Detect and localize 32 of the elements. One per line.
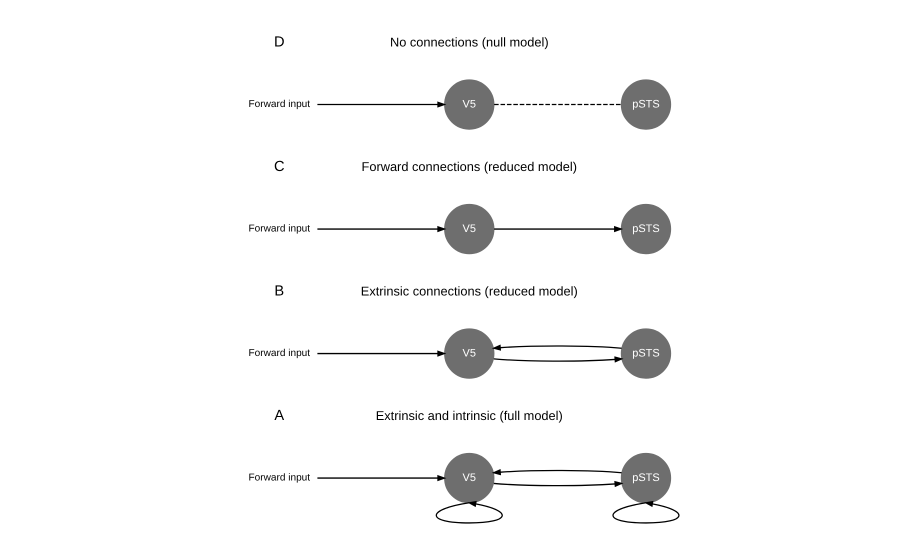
label: B (274, 284, 284, 300)
node-text: Forward input (248, 472, 310, 484)
arrow (494, 226, 624, 232)
label: D (274, 34, 285, 51)
node-circle: V5 (444, 328, 494, 379)
arrow (317, 474, 446, 482)
node-text: Forward input (248, 348, 310, 360)
label: Forward connections (reduced model) (362, 159, 578, 174)
node-text: Forward input (248, 224, 310, 235)
node-circle: pSTS (620, 328, 672, 379)
label: C (274, 159, 285, 176)
node-circle: V5 (444, 204, 494, 254)
arrow (612, 500, 680, 524)
arrow (492, 469, 622, 476)
node-circle: V5 (444, 452, 494, 504)
node-circle: pSTS (620, 79, 672, 130)
arrow (492, 344, 622, 351)
node-circle: V5 (444, 79, 494, 130)
label: Extrinsic connections (reduced model) (360, 284, 578, 299)
arrow (436, 500, 503, 524)
node-text: Forward input (248, 99, 310, 110)
arrow (317, 350, 446, 357)
connector (494, 104, 622, 106)
label: No connections (null model) (390, 34, 549, 50)
arrow (494, 356, 624, 363)
arrow (317, 226, 446, 232)
label: Extrinsic and intrinsic (full model) (376, 408, 563, 424)
node-circle: pSTS (620, 204, 672, 254)
label: A (274, 408, 284, 424)
arrow (494, 480, 624, 488)
arrow (317, 101, 446, 108)
node-circle: pSTS (620, 452, 672, 504)
